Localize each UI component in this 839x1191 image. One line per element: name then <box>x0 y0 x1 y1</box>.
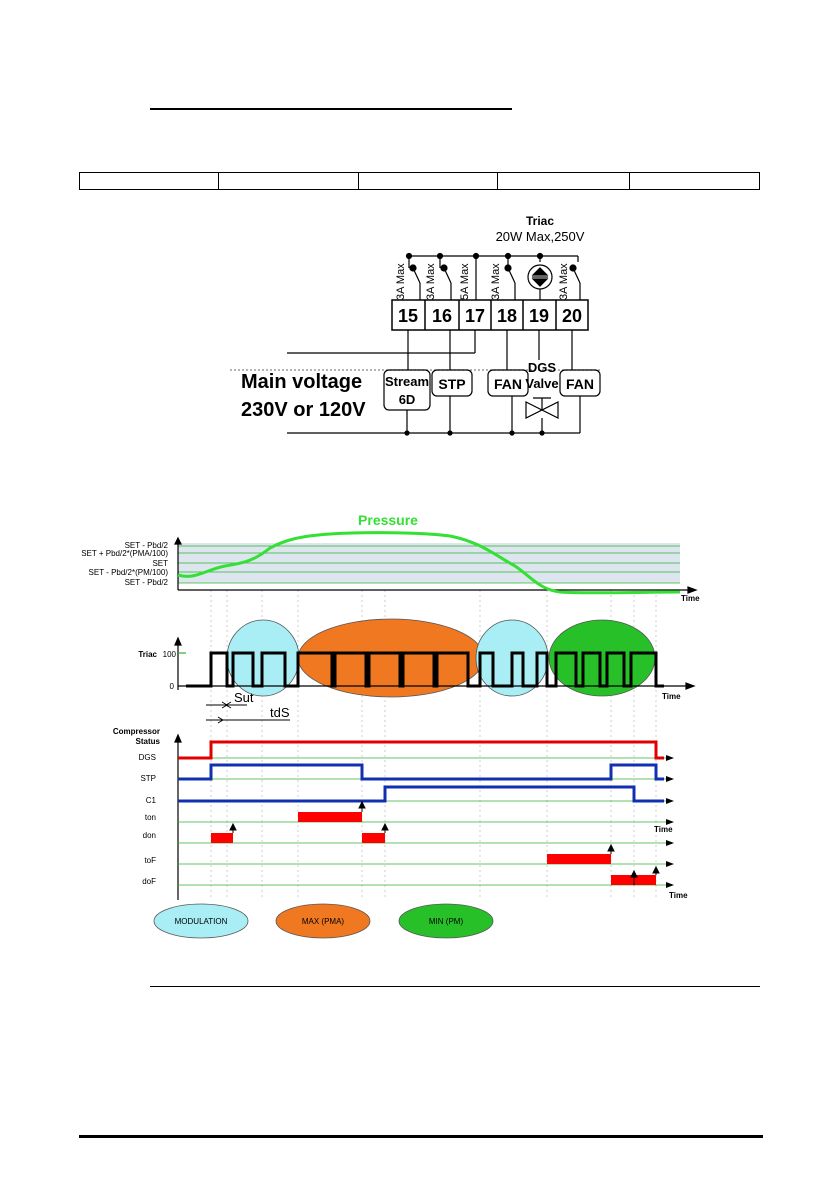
signal-don-label: don <box>143 831 156 840</box>
section-divider <box>150 986 760 987</box>
triac-title: Triac <box>526 214 554 228</box>
tds-label: tdS <box>270 705 290 720</box>
valve-label: Valve <box>525 376 558 391</box>
relay-contact-18 <box>504 256 516 300</box>
fan-label: FAN <box>494 376 522 392</box>
fan-device-18: FAN <box>487 369 529 397</box>
level-set: SET <box>152 559 168 568</box>
terminal-18: 18 <box>497 306 517 326</box>
signal-stp-label: STP <box>140 774 156 783</box>
terminal-19: 19 <box>529 306 549 326</box>
rating-18: 3A Max <box>490 263 502 300</box>
level-set-minus-2: SET - Pbd/2 <box>125 578 169 587</box>
triac-axis-label: Triac <box>138 650 157 659</box>
table-cell <box>219 173 359 189</box>
pulse-tof <box>547 854 611 864</box>
relay-contact-20 <box>569 256 581 300</box>
stream-6d-label: 6D <box>399 392 416 407</box>
stp-label: STP <box>438 376 465 392</box>
fan-label-2: FAN <box>566 376 594 392</box>
legend-min-label: MIN (PM) <box>429 917 464 926</box>
relay-contact-15 <box>408 256 421 300</box>
signal-tof-label: toF <box>144 856 156 865</box>
table-cell <box>80 173 219 189</box>
signal-dgs <box>178 740 664 760</box>
pulse-don-2 <box>362 833 385 843</box>
terminal-15: 15 <box>398 306 418 326</box>
dgs-label: DGS <box>528 360 557 375</box>
pulse-don-1 <box>211 833 233 843</box>
dgs-valve: DGS Valve <box>525 360 559 419</box>
signal-c1-label: C1 <box>146 796 157 805</box>
pressure-curve <box>177 531 681 595</box>
legend-min <box>398 903 494 939</box>
stream-6d-device: Stream 6D <box>383 369 431 411</box>
time-label-1: Time <box>681 594 700 603</box>
triac-symbol <box>527 256 553 300</box>
signal-stp <box>178 763 664 781</box>
triac-100-label: 100 <box>163 650 177 659</box>
terminal-17: 17 <box>465 306 485 326</box>
signal-ton-label: ton <box>145 813 156 822</box>
signal-c1 <box>178 785 664 803</box>
rating-15: 3A Max <box>395 263 407 300</box>
terminal-16: 16 <box>432 306 452 326</box>
legend-modulation <box>153 903 249 939</box>
legend-modulation-label: MODULATION <box>175 917 228 926</box>
empty-table <box>79 172 760 190</box>
footer-rule <box>79 1135 763 1138</box>
level-pma: SET + Pbd/2*(PMA/100) <box>81 549 168 558</box>
time-label-2: Time <box>662 692 681 701</box>
rating-17: 5A Max <box>459 263 471 300</box>
triac-spec: 20W Max,250V <box>496 229 585 244</box>
status-label: Status <box>136 737 161 746</box>
level-set-minus: SET - Pbd/2 <box>125 541 169 550</box>
signal-dgs-label: DGS <box>139 753 156 762</box>
triac-0-label: 0 <box>170 682 175 691</box>
rating-20: 3A Max <box>558 263 570 300</box>
stream-label: Stream <box>385 374 429 389</box>
sut-label: Sut <box>234 690 254 705</box>
time-label-4: Time <box>669 891 688 900</box>
relay-contact-16 <box>439 256 452 300</box>
legend-max-label: MAX (PMA) <box>302 917 345 926</box>
pulse-ton <box>298 812 362 822</box>
voltage-values-label: 230V or 120V <box>241 399 366 421</box>
terminal-block <box>391 299 589 331</box>
rating-16: 3A Max <box>425 263 437 300</box>
ellipse-max <box>297 618 485 698</box>
triac-signal <box>186 651 664 688</box>
pressure-label: Pressure <box>358 512 418 528</box>
stp-device: STP <box>431 369 473 397</box>
terminal-20: 20 <box>562 306 582 326</box>
table-cell <box>498 173 630 189</box>
time-label-3: Time <box>654 825 673 834</box>
legend-max <box>275 903 371 939</box>
table-cell <box>359 173 498 189</box>
section-heading-underline <box>150 108 512 110</box>
signal-dof-label: doF <box>142 877 156 886</box>
level-pm: SET - Pbd/2*(PM/100) <box>89 568 169 577</box>
main-voltage-label: Main voltage <box>241 371 362 393</box>
compressor-label: Compressor <box>113 727 160 736</box>
